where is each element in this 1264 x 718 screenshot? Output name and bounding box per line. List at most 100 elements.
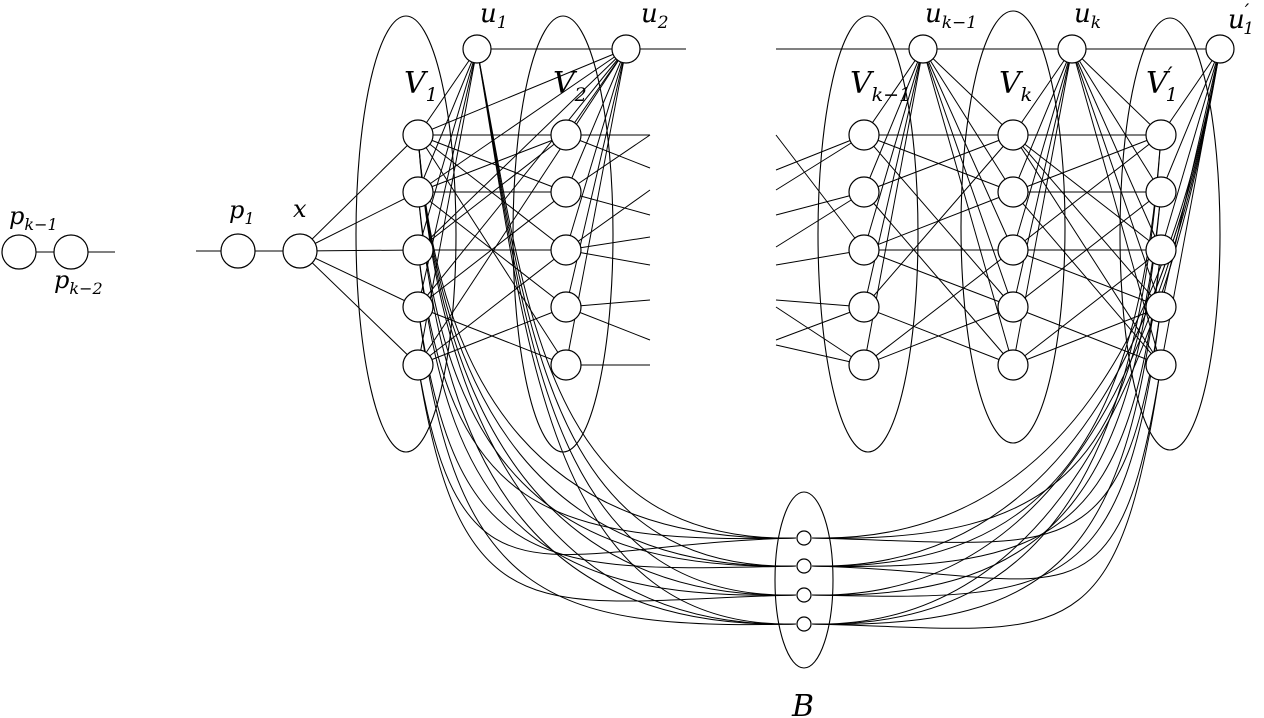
curve-right-11 <box>811 48 1221 567</box>
node-V1p-3 <box>1145 234 1177 266</box>
label-B: B <box>791 689 814 718</box>
edge-Vk-V1p-3 <box>1012 134 1162 193</box>
curve-left-8 <box>417 306 797 569</box>
curve-right-12 <box>811 48 1221 596</box>
edges-layer <box>19 48 1221 366</box>
edge-Vk-V1p-11 <box>1012 249 1162 366</box>
label-Vk-1: Vk−1 <box>850 66 911 106</box>
ellipses-layer <box>355 10 1221 669</box>
curve-left-4 <box>417 191 797 567</box>
edge-Vk-V1p-10 <box>1012 306 1162 366</box>
node-x <box>282 233 318 269</box>
node-p1 <box>220 233 256 269</box>
node-V1-2 <box>402 176 434 208</box>
node-ukm1 <box>908 34 938 64</box>
edge-u2-V1-3 <box>417 48 627 308</box>
curve-left-0 <box>417 134 797 539</box>
label-uk: uk <box>1074 0 1101 33</box>
nodes-layer <box>1 34 1235 632</box>
curve-right-10 <box>811 48 1221 539</box>
curve-left-13 <box>476 48 797 567</box>
node-B-1 <box>796 530 812 546</box>
set-Vk-ellipse <box>960 10 1066 444</box>
set-B-ellipse <box>774 491 834 669</box>
edge-uk-V1p-1 <box>1071 48 1162 193</box>
node-Vkm1-2 <box>848 176 880 208</box>
edge-Vk-V1p-2 <box>1012 134 1162 308</box>
edge-Vk-V1p-13 <box>1012 249 1162 308</box>
edge-u2-V2-2 <box>565 48 627 251</box>
edge-stub-Vkm1-0 <box>775 134 865 171</box>
edge-ukm1-Vk-3 <box>922 48 1014 308</box>
curve-left-9 <box>417 306 797 626</box>
curve-left-1 <box>417 134 797 567</box>
node-Vk-3 <box>997 234 1029 266</box>
edge-ukm1-Vkm1-2 <box>863 48 924 251</box>
curve-left-7 <box>417 249 797 596</box>
node-Vkm1-5 <box>848 349 880 381</box>
edge-u2-V1-0 <box>417 48 627 136</box>
node-u1p <box>1205 34 1235 64</box>
edge-Vkm1-Vk-11 <box>863 249 1014 308</box>
node-V1p-5 <box>1145 349 1177 381</box>
edge-uk-Vk-0 <box>1012 48 1073 136</box>
edge-stub-Vkm1-6 <box>775 306 865 341</box>
curve-right-2 <box>811 191 1162 539</box>
edge-u1p-V1p-0 <box>1160 48 1221 136</box>
edge-V1-V2-7 <box>417 191 567 308</box>
edge-stub-Vkm1-1 <box>775 134 865 191</box>
edge-u1-V1-1 <box>417 48 478 193</box>
node-u2 <box>611 34 641 64</box>
curve-left-5 <box>417 191 797 625</box>
node-V1p-4 <box>1145 291 1177 323</box>
label-V1: V1 <box>404 66 438 106</box>
node-uk <box>1057 34 1087 64</box>
edge-V1-V2-9 <box>417 249 567 366</box>
edge-u2-V1-2 <box>417 48 627 251</box>
edge-x-v1-3 <box>299 250 419 308</box>
edge-V1-V2-12 <box>417 134 567 251</box>
label-u1-prime: u′1 <box>1228 0 1254 39</box>
node-V1-1 <box>402 119 434 151</box>
edge-Vkm1-Vk-7 <box>863 134 1014 308</box>
label-V1-prime: V′1 <box>1146 64 1178 106</box>
labels-layer: V1 V2 Vk−1 Vk V′1 B u1 u2 uk−1 uk u′1 p1… <box>9 0 1254 718</box>
label-pk-1: pk−1 <box>9 202 58 234</box>
curve-left-10 <box>417 364 797 556</box>
node-B-2 <box>796 558 812 574</box>
set-Vk-1-ellipse <box>817 15 919 453</box>
edge-u1p-V1p-1 <box>1160 48 1221 193</box>
node-V1p-2 <box>1145 176 1177 208</box>
node-Vk-5 <box>997 349 1029 381</box>
label-uk-1: uk−1 <box>925 0 977 33</box>
label-u1: u1 <box>480 0 508 33</box>
node-B-3 <box>796 587 812 603</box>
edge-u2-V2-1 <box>565 48 627 193</box>
curve-left-6 <box>417 249 797 540</box>
edge-V2-stub-2 <box>565 134 651 193</box>
edge-ukm1-Vkm1-1 <box>863 48 924 193</box>
label-Vk: Vk <box>999 66 1032 106</box>
edge-uk-V1p-2 <box>1071 48 1162 251</box>
node-V1p-1 <box>1145 119 1177 151</box>
edge-Vkm1-Vk-10 <box>863 306 1014 366</box>
node-Vkm1-3 <box>848 234 880 266</box>
node-V2-3 <box>550 234 582 266</box>
edge-V1-V2-11 <box>417 134 567 193</box>
edge-u1-V1-0 <box>417 48 478 136</box>
edge-V1-V2-10 <box>417 306 567 366</box>
edge-uk-Vk-1 <box>1012 48 1073 193</box>
edge-u1p-V1p-2 <box>1160 48 1221 251</box>
label-x: x <box>293 195 307 223</box>
node-V2-4 <box>550 291 582 323</box>
edge-u2-V1-1 <box>417 48 627 193</box>
curve-right-5 <box>811 249 1162 625</box>
node-Vkm1-4 <box>848 291 880 323</box>
edge-uk-Vk-2 <box>1012 48 1073 251</box>
node-V2-5 <box>550 349 582 381</box>
node-V2-1 <box>550 119 582 151</box>
label-pk-2: pk−2 <box>54 266 103 298</box>
curve-left-11 <box>417 364 797 602</box>
